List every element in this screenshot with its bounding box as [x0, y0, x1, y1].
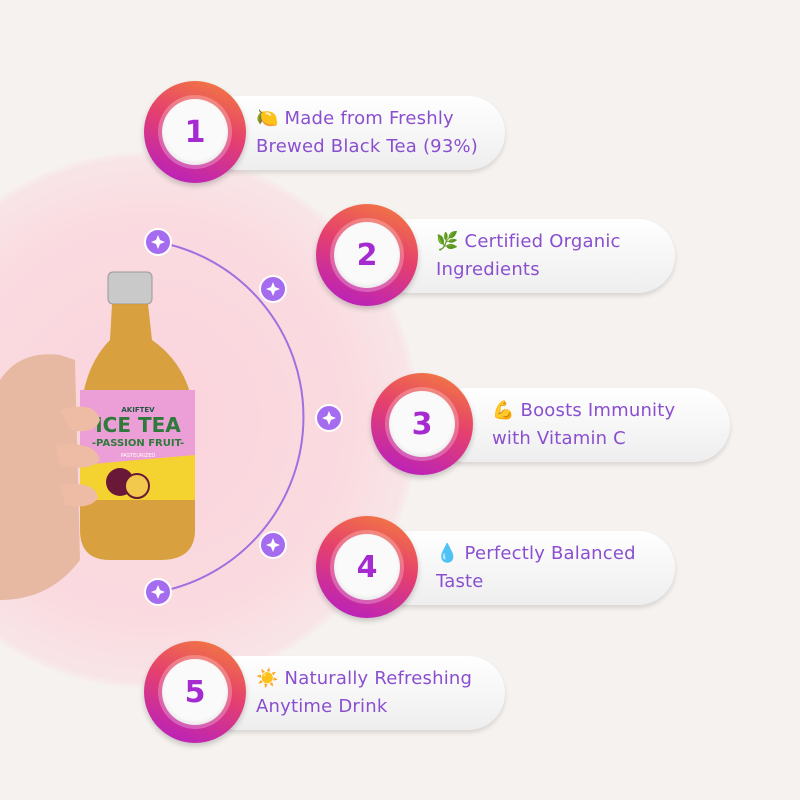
sparkle-icons	[151, 235, 336, 599]
feature-text-line2: Anytime Drink	[256, 696, 388, 717]
feature-text-line2: with Vitamin C	[492, 428, 626, 449]
badge-number: 1	[162, 99, 228, 165]
number-badge-1: 1	[144, 81, 246, 183]
feature-text-line2: Taste	[436, 571, 484, 592]
number-badge-4: 4	[316, 516, 418, 618]
lemon-icon: 🍋	[256, 108, 279, 129]
flexed-arm-icon: 💪	[492, 400, 515, 421]
feature-card-3: 💪 Boosts Immunity with Vitamin C	[428, 388, 730, 462]
brand-label: AKIFTEV	[121, 406, 155, 414]
pasteurized-tag: PASTEURIZED	[121, 453, 156, 459]
feature-text-line2: Ingredients	[436, 259, 540, 280]
number-badge-5: 5	[144, 641, 246, 743]
sun-icon: ☀️	[256, 668, 279, 689]
flavor-label: -PASSION FRUIT-	[92, 438, 184, 449]
feature-text-line1: Boosts Immunity	[520, 400, 676, 421]
product-bottle-in-hand: AKIFTEV ICE TEA -PASSION FRUIT- PASTEURI…	[0, 271, 195, 600]
feature-text-line1: Naturally Refreshing	[284, 668, 473, 689]
badge-number: 3	[389, 391, 455, 457]
herb-icon: 🌿	[436, 231, 459, 252]
product-name: ICE TEA	[95, 413, 181, 437]
feature-text-line1: Made from Freshly	[284, 108, 454, 129]
feature-text-line1: Perfectly Balanced	[464, 543, 636, 564]
feature-text-line1: Certified Organic	[464, 231, 621, 252]
number-badge-3: 3	[371, 373, 473, 475]
feature-text-line2: Brewed Black Tea (93%)	[256, 136, 479, 157]
droplet-icon: 💧	[436, 543, 459, 564]
badge-number: 4	[334, 534, 400, 600]
number-badge-2: 2	[316, 204, 418, 306]
badge-number: 2	[334, 222, 400, 288]
badge-number: 5	[162, 659, 228, 725]
